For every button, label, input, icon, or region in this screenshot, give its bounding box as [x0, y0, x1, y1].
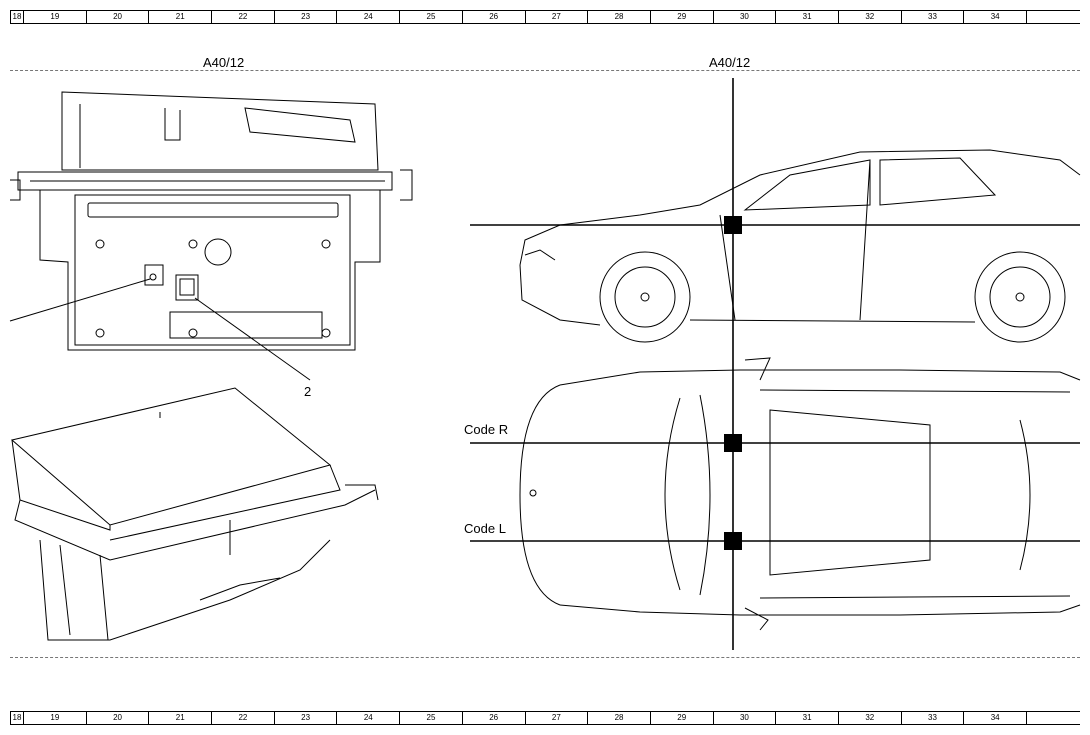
ruler-cell: 28 [587, 712, 650, 724]
ruler-cell: 26 [461, 712, 525, 724]
control-unit-rear-view [9, 91, 413, 381]
ruler-cell [1026, 11, 1080, 23]
ruler-cell [1026, 712, 1080, 724]
ruler-cell: 19 [23, 11, 86, 23]
ruler-cell: 34 [963, 712, 1026, 724]
ruler-cell: 21 [148, 11, 211, 23]
ruler-cell: 27 [524, 11, 588, 23]
code-l-location-marker [724, 532, 742, 550]
ruler-cell: 28 [587, 11, 650, 23]
ruler-cell: 19 [23, 712, 86, 724]
ruler-cell: 26 [461, 11, 525, 23]
ruler-cell: 33 [900, 712, 964, 724]
ruler-cell: 24 [336, 11, 399, 23]
ruler-cell: 27 [524, 712, 588, 724]
ruler-cell: 25 [399, 11, 462, 23]
side-view-location-marker [724, 216, 742, 234]
location-crosshairs [470, 78, 1080, 650]
ruler-cell: 18 [10, 11, 23, 23]
right-location-title: A40/12 [709, 55, 751, 70]
ruler-cell: 21 [148, 712, 211, 724]
ruler-cell: 31 [775, 11, 838, 23]
ruler-cell: 18 [10, 712, 23, 724]
ruler-cell: 31 [775, 712, 838, 724]
ruler-cell: 20 [85, 712, 149, 724]
ruler-cell: 34 [963, 11, 1026, 23]
left-component-title: A40/12 [203, 55, 245, 70]
ruler-cell: 22 [211, 712, 274, 724]
ruler-cell: 32 [837, 712, 901, 724]
code-r-label: Code R [464, 422, 509, 437]
bottom-dashed-divider [10, 657, 1080, 658]
ruler-cell: 29 [649, 11, 713, 23]
ruler-cell: 20 [85, 11, 149, 23]
code-r-location-marker [724, 434, 742, 452]
ruler-cell: 32 [837, 11, 901, 23]
code-l-label: Code L [464, 521, 506, 536]
control-unit-perspective-view [10, 387, 379, 641]
ruler-cell: 22 [211, 11, 274, 23]
ruler-cell: 24 [336, 712, 399, 724]
ruler-cell: 23 [273, 11, 337, 23]
ruler-cell: 29 [649, 712, 713, 724]
car-top-view [519, 357, 1081, 631]
car-side-view [519, 149, 1081, 343]
ruler-cell: 33 [900, 11, 964, 23]
top-dashed-divider [10, 70, 1080, 71]
ruler-cell: 23 [273, 712, 337, 724]
ruler-cell: 30 [712, 712, 776, 724]
callout-number: 2 [304, 384, 312, 399]
ruler-cell: 25 [399, 712, 462, 724]
ruler-cell: 30 [712, 11, 776, 23]
